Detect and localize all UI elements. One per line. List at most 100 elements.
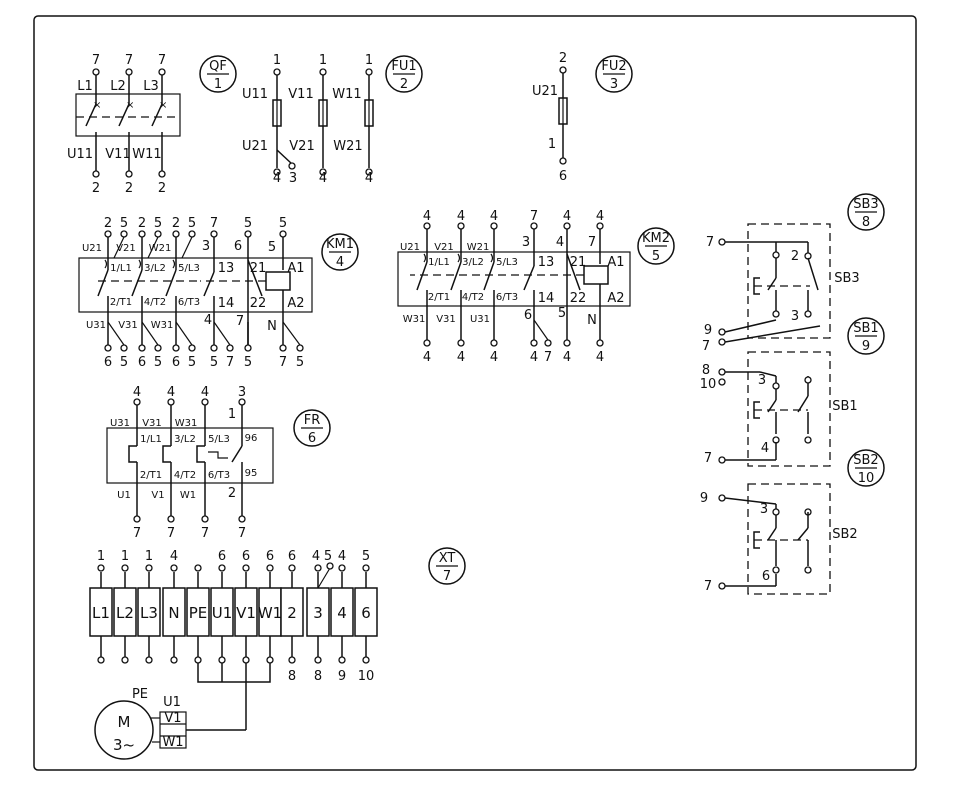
sb3-button: [753, 277, 760, 295]
fu1-branch-terminal: [288, 162, 296, 170]
sb3-terminal: [718, 328, 726, 336]
pe-bond: [197, 663, 271, 683]
km2-top-number: 7: [530, 209, 538, 224]
km1-load-label: 2/T1: [110, 297, 132, 308]
sb3-terminal-number: 7: [706, 235, 714, 250]
fu1-terminal-top: [319, 68, 327, 76]
km1-upper-label: W21: [149, 243, 172, 254]
km1-branch: [181, 236, 193, 259]
qf-top-number: 7: [125, 53, 133, 68]
km2-line-label: 21: [570, 255, 587, 270]
sb3-contact: [772, 310, 780, 318]
motor-phase: 3~: [113, 736, 135, 754]
km2-bottom-number: 4: [423, 350, 431, 365]
xt-top-number: 6: [218, 549, 226, 564]
fu1-branch: [276, 149, 293, 165]
sb3-terminal: [718, 338, 726, 346]
wire: [724, 319, 777, 333]
fr-bottom-terminal: [167, 515, 175, 523]
km1-pole-blade: [165, 269, 177, 297]
fr-load-label: 2/T1: [140, 470, 162, 481]
km1-top-number: 2: [172, 216, 180, 231]
km1-bottom-terminal: [226, 344, 234, 352]
km1-top-number: 2: [104, 216, 112, 231]
sb1-enclosure: [747, 351, 831, 467]
km2-top-number: 4: [490, 209, 498, 224]
xt-top-terminal: [121, 564, 129, 572]
fr-nc-label: 96: [245, 433, 258, 444]
tag-fr: FR6: [293, 409, 331, 447]
fu1-label: U11: [242, 87, 268, 102]
qf-out-w: W11: [132, 147, 161, 162]
xt-bottom-terminal: [97, 656, 105, 664]
fr-nc-label: 95: [245, 468, 258, 479]
fr-lower-label: W1: [180, 490, 196, 501]
km1-top-number: 5: [279, 216, 287, 231]
km1-line-label: A1: [287, 261, 304, 276]
fr-line-label: 3/L2: [174, 434, 196, 445]
motor-w-label: W1: [162, 735, 183, 750]
qf-terminal-bottom: [125, 170, 133, 178]
tag-top: SB2: [853, 453, 878, 468]
km1-arc: [172, 259, 176, 269]
xt-cell-label: N: [168, 604, 179, 622]
sb1-terminal-number: 10: [700, 377, 717, 392]
sb3-terminal: [718, 238, 726, 246]
km2-bottom-terminal: [457, 339, 465, 347]
km1-enclosure: [78, 257, 313, 313]
km2-bottom-number: 4: [530, 350, 538, 365]
fr-line-label: 1/L1: [140, 434, 162, 445]
qf-bottom-number: 2: [125, 181, 133, 196]
sb3-nc-blade: [807, 257, 819, 291]
sb3-side-label: SB3: [834, 271, 859, 286]
km1-bottom-number: 6: [138, 355, 146, 370]
xt-top-number: 5: [324, 549, 332, 564]
xt-bottom-terminal: [242, 656, 250, 664]
tag-top: FU2: [601, 59, 626, 74]
tag-bottom: 4: [336, 255, 344, 270]
fr-bottom-terminal: [238, 515, 246, 523]
sb3-contact: [772, 251, 780, 259]
xt-bottom-terminal: [121, 656, 129, 664]
fr-top-number: 4: [201, 385, 209, 400]
tag-bottom: 10: [858, 471, 875, 486]
xt-top-number: 4: [312, 549, 320, 564]
km2-upper-label: V21: [434, 242, 454, 253]
sb2-button: [753, 531, 760, 549]
fr-bottom-terminal: [133, 515, 141, 523]
fu1-out-w: W21: [333, 139, 362, 154]
km1-lower-label: 7: [236, 314, 244, 329]
tag-qf: QF1: [199, 55, 237, 93]
km1-bottom-terminal: [154, 344, 162, 352]
km2-bottom-number: 4: [563, 350, 571, 365]
fu1-terminal-bottom: [365, 168, 373, 176]
fr-upper-label: V31: [142, 418, 162, 429]
km2-pole-blade: [416, 261, 428, 291]
km2-bottom-terminal: [490, 339, 498, 347]
km1-upper-label: U21: [82, 243, 102, 254]
wire: [213, 321, 231, 346]
km1-top-number: 5: [154, 216, 162, 231]
wire: [533, 319, 549, 341]
sb2-terminal: [718, 582, 726, 590]
fr-upper-label: 1: [228, 407, 236, 422]
wire: [724, 325, 821, 343]
fr-lower-label: V1: [151, 490, 164, 501]
tag-bottom: 6: [308, 431, 316, 446]
km2-lower-label: 6: [524, 308, 532, 323]
xt-bottom-terminal: [314, 656, 322, 664]
xt-cell-label: 4: [337, 604, 347, 622]
km1-line-label: 3/L2: [144, 263, 166, 274]
qf-top-number: 7: [158, 53, 166, 68]
km2-load-label: 14: [538, 291, 555, 306]
km1-upper-label: 5: [268, 240, 276, 255]
fr-top-number: 3: [238, 385, 246, 400]
qf-out-v: V11: [105, 147, 130, 162]
wire: [724, 497, 777, 505]
qf-pole-label: L3: [143, 79, 159, 94]
xt-bottom-terminal: [362, 656, 370, 664]
qf-cross: ×: [159, 100, 167, 111]
